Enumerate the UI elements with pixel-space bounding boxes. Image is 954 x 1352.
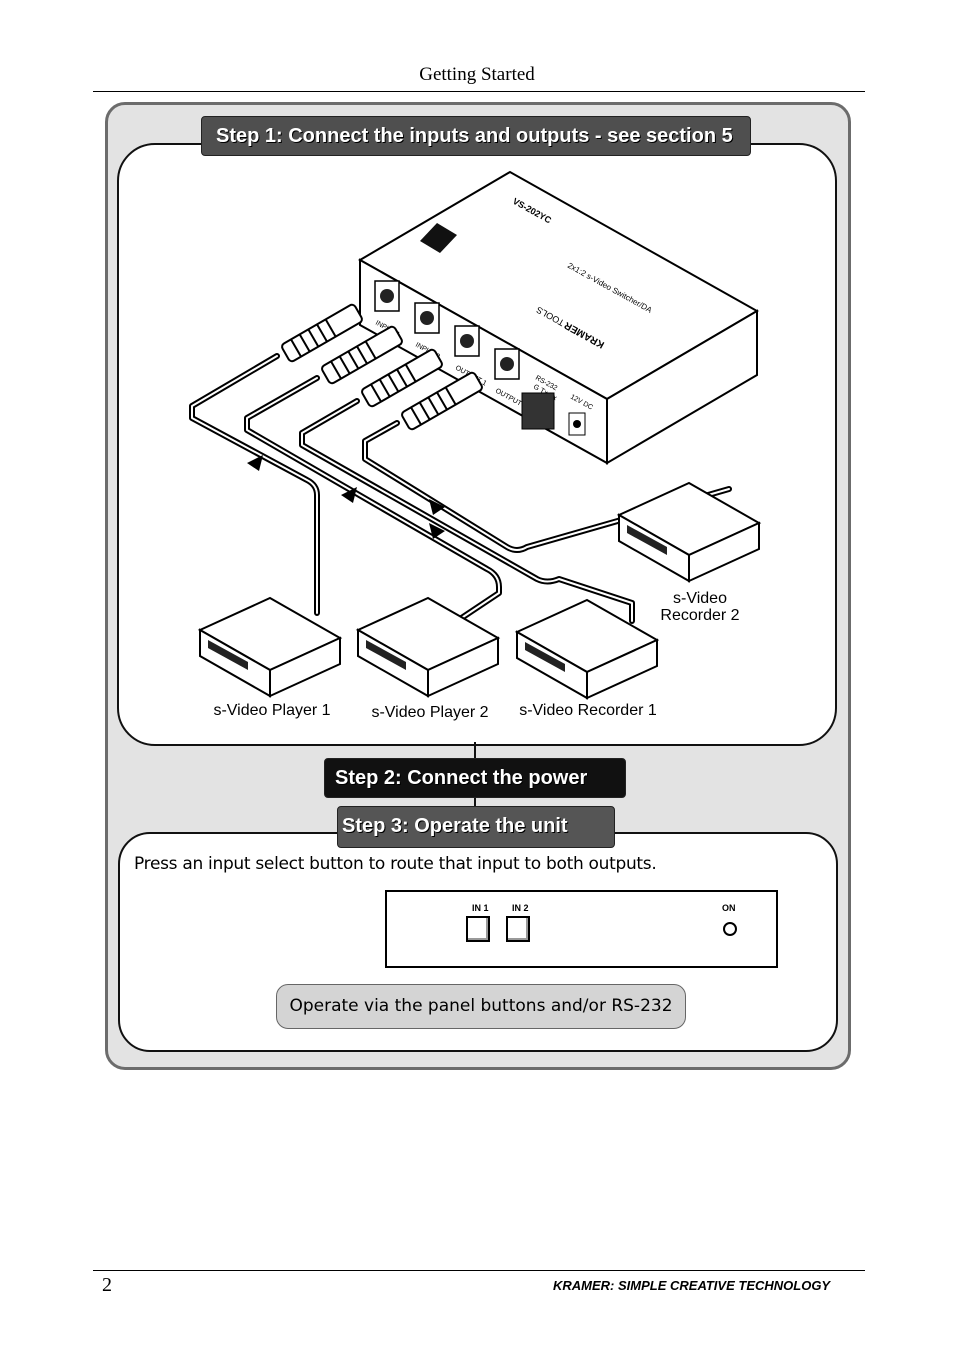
page-header-title: Getting Started: [419, 64, 535, 85]
label-player-2: s-Video Player 2: [371, 704, 489, 721]
label-recorder-1: s-Video Recorder 1: [519, 702, 657, 719]
footer-brand: KRAMER: SIMPLE CREATIVE TECHNOLOGY: [553, 1278, 831, 1293]
arrow-icon: [341, 487, 357, 503]
label-player-1: s-Video Player 1: [213, 702, 331, 719]
in2-label: IN 2: [512, 903, 529, 913]
header-divider: [93, 91, 865, 92]
page-number: 2: [102, 1274, 112, 1296]
label-recorder-2-line2: Recorder 2: [660, 607, 740, 624]
vcr-devices: [197, 481, 762, 700]
step-3-tab: Step 3: Operate the unit: [337, 806, 615, 848]
vcr-recorder-1: [514, 598, 660, 700]
in2-button[interactable]: [506, 916, 530, 942]
vcr-player-1: [197, 596, 343, 698]
vcr-recorder-2: [616, 481, 762, 583]
connection-diagram: VS-202YC 2x1:2 s-Video Switcher/DA KRAME…: [189, 170, 762, 700]
rs232-terminal-block: [521, 392, 555, 430]
in1-button[interactable]: [466, 916, 490, 942]
power-led-icon: [723, 922, 737, 936]
kramer-logo-icon: [420, 223, 457, 253]
label-recorder-2-line1: s-Video: [673, 590, 727, 607]
front-panel: [385, 890, 778, 968]
arrow-icon: [429, 523, 445, 539]
switcher-unit: VS-202YC 2x1:2 s-Video Switcher/DA KRAME…: [357, 170, 760, 465]
footer-divider: [93, 1270, 865, 1271]
vcr-player-2: [355, 596, 501, 698]
on-label: ON: [722, 903, 736, 913]
operate-note: Operate via the panel buttons and/or RS-…: [276, 984, 686, 1029]
arrow-icon: [429, 499, 445, 515]
in1-label: IN 1: [472, 903, 489, 913]
step-3-instruction: Press an input select button to route th…: [134, 854, 657, 874]
cables: [189, 353, 732, 624]
svideo-plugs: [281, 303, 483, 431]
arrow-icon: [247, 455, 263, 471]
step-1-tab: Step 1: Connect the inputs and outputs -…: [201, 116, 751, 156]
step-2-tab: Step 2: Connect the power: [324, 758, 626, 798]
